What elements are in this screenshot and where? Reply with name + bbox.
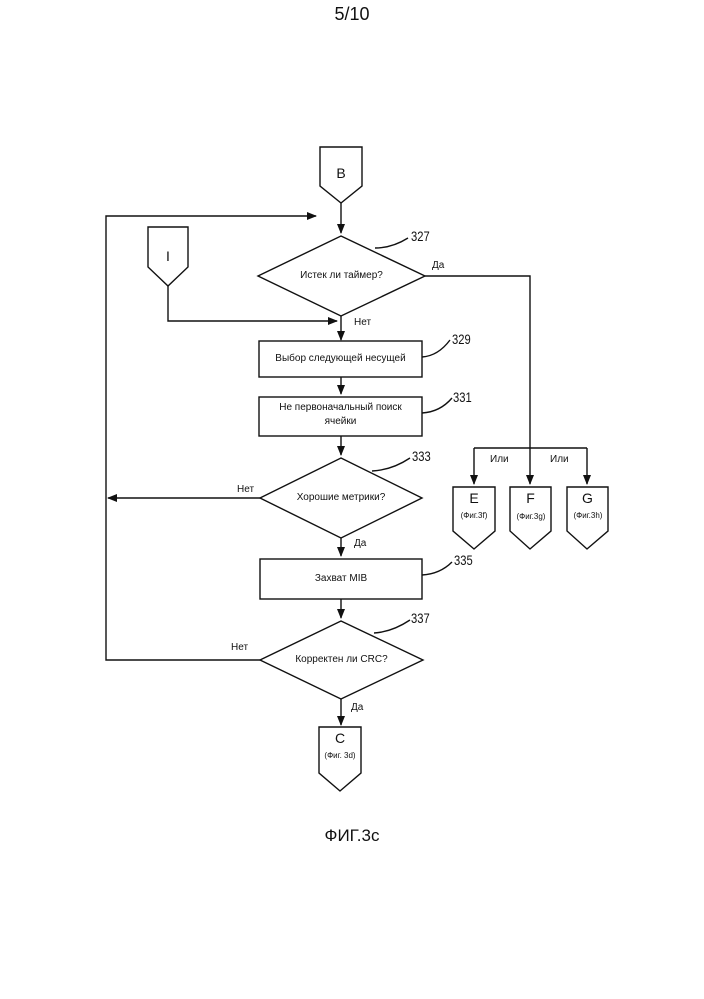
edge-label-no-337: Нет — [231, 642, 248, 653]
connector-f-ref: (Фиг.3g) — [508, 512, 554, 521]
connector-e-label: E — [453, 490, 495, 506]
process-331-text-line1: Не первоначальный поиск — [259, 402, 422, 413]
leader-329 — [422, 340, 450, 357]
decision-327-text: Истек ли таймер? — [258, 270, 425, 281]
decision-333-text: Хорошие метрики? — [260, 492, 422, 503]
decision-337-text: Корректен ли CRC? — [260, 654, 423, 665]
leader-327 — [375, 238, 408, 248]
connector-i-label: I — [148, 248, 188, 264]
leader-333 — [372, 458, 410, 471]
process-329-text: Выбор следующей несущей — [259, 353, 422, 364]
ref-327: 327 — [411, 228, 430, 244]
connector-g-label: G — [567, 490, 608, 506]
connector-b-label: B — [320, 165, 362, 181]
connector-c-label: C — [319, 730, 361, 746]
edge-label-no-333: Нет — [237, 484, 254, 495]
leader-331 — [422, 398, 452, 413]
figure-caption: ФИГ.3с — [0, 826, 704, 846]
edge-label-no-327: Нет — [354, 317, 371, 328]
connector-e-ref: (Фиг.3f) — [451, 511, 497, 520]
ref-329: 329 — [452, 331, 471, 347]
ref-333: 333 — [412, 448, 431, 464]
ref-331: 331 — [453, 389, 472, 405]
edge-label-yes-333: Да — [354, 538, 366, 549]
process-335-text: Захват MIB — [260, 573, 422, 584]
ref-337: 337 — [411, 610, 430, 626]
leader-335 — [422, 562, 452, 575]
connector-g-ref: (Фиг.3h) — [565, 511, 611, 520]
edge-label-yes-327: Да — [432, 260, 444, 271]
process-331-text-line2: ячейки — [259, 416, 422, 427]
edge-label-or-1: Или — [490, 454, 509, 465]
edge-label-yes-337: Да — [351, 702, 363, 713]
edge-label-or-2: Или — [550, 454, 569, 465]
connector-c-ref: (Фиг. 3d) — [317, 751, 363, 760]
connector-f-label: F — [510, 490, 551, 506]
leader-337 — [374, 620, 410, 633]
ref-335: 335 — [454, 552, 473, 568]
